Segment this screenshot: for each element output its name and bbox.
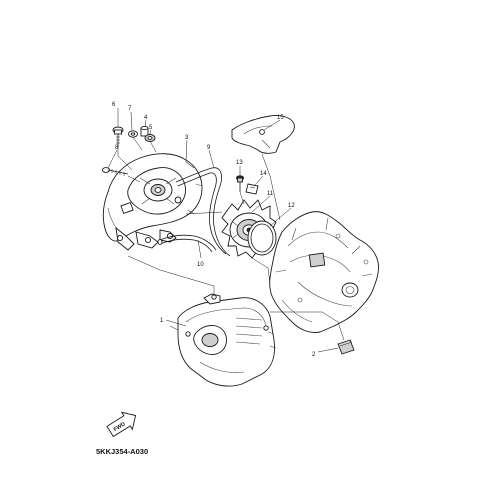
- leader-lines: [107, 108, 339, 353]
- callout-5: 5: [149, 125, 153, 131]
- callout-6: 6: [112, 102, 116, 108]
- assembly-guide-lines: [117, 136, 345, 341]
- collar-4: [140, 125, 149, 137]
- fwd-label: FWD: [113, 421, 127, 433]
- callout-14: 14: [260, 171, 267, 177]
- cover-plate: [231, 115, 295, 154]
- clip-14: [245, 183, 259, 195]
- callout-1: 1: [160, 318, 164, 324]
- callout-10: 10: [197, 262, 204, 268]
- washer-7: [128, 130, 138, 138]
- diagram-reference-code: 5KKJ354-A030: [96, 447, 148, 456]
- callout-8: 8: [115, 145, 119, 151]
- fwd-arrow-icon: FWD: [106, 411, 137, 438]
- callout-7: 7: [128, 106, 132, 112]
- callout-12: 12: [288, 203, 295, 209]
- air-shroud: [177, 293, 277, 387]
- callout-13: 13: [236, 160, 243, 166]
- air-duct-hose: [157, 167, 231, 257]
- callout-15: 15: [277, 115, 284, 121]
- callout-labels: 6 7 4 5 3 8 9 13 14 11 12 15 10 1 2: [112, 102, 316, 358]
- bolt-13: [235, 175, 244, 192]
- fan-cover-housing: [102, 153, 203, 251]
- bolt-6: [112, 126, 124, 148]
- screw-8: [102, 167, 129, 176]
- callout-9: 9: [207, 145, 211, 151]
- callout-11: 11: [267, 191, 274, 197]
- callout-2: 2: [312, 352, 316, 358]
- callout-3: 3: [185, 135, 189, 141]
- callout-4: 4: [144, 115, 148, 121]
- crankcase-outline: [269, 211, 379, 333]
- clip-2: [337, 339, 355, 355]
- seal-ring: [247, 220, 277, 256]
- grommet-5: [144, 133, 156, 143]
